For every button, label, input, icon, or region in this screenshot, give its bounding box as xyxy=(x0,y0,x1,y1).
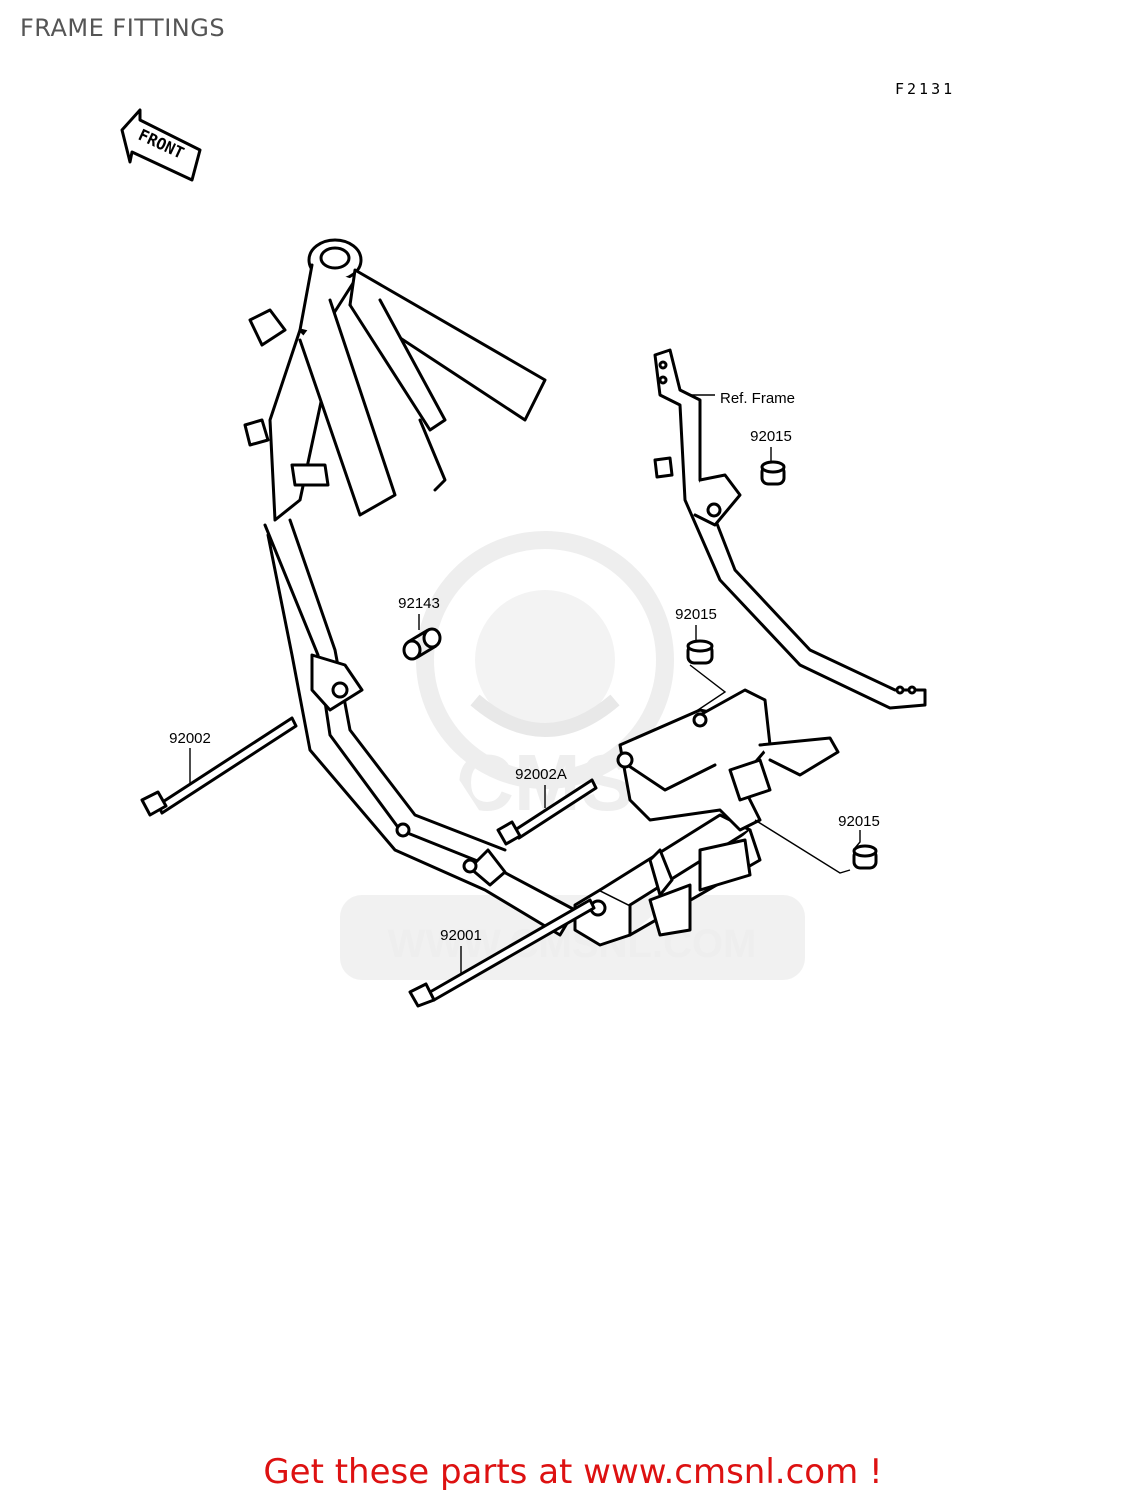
part-label: 92015 xyxy=(675,606,717,623)
bolt-92002a-icon xyxy=(496,778,598,846)
bolt-92001-icon xyxy=(408,898,596,1008)
figure-code: F2131 xyxy=(895,80,956,98)
part-label: 92002A xyxy=(515,766,567,783)
reference-frame xyxy=(653,348,927,710)
bushing-92143-icon xyxy=(402,627,442,661)
leader-lines xyxy=(189,394,861,975)
part-label: 92001 xyxy=(440,927,482,944)
watermark: CMS WWW.CMSNL.COM xyxy=(340,531,805,980)
bolt-92002-icon xyxy=(140,716,298,817)
nut-92015-c-icon xyxy=(852,844,878,870)
nut-92015-b-icon xyxy=(686,639,714,665)
ref-frame-label: Ref. Frame xyxy=(720,390,795,407)
part-label: 92015 xyxy=(750,428,792,445)
part-label: 92015 xyxy=(838,813,880,830)
part-label: 92002 xyxy=(169,730,211,747)
page-title: FRAME FITTINGS xyxy=(20,14,226,42)
nut-92015-a-icon xyxy=(760,460,786,486)
main-frame xyxy=(243,238,840,947)
watermark-url: WWW.CMSNL.COM xyxy=(388,922,757,966)
frame-diagram: CMS WWW.CMSNL.COM FRONT xyxy=(120,108,927,1008)
footer-link[interactable]: Get these parts at www.cmsnl.com ! xyxy=(263,1452,883,1492)
front-arrow-icon: FRONT xyxy=(120,108,202,182)
part-label: 92143 xyxy=(398,595,440,612)
